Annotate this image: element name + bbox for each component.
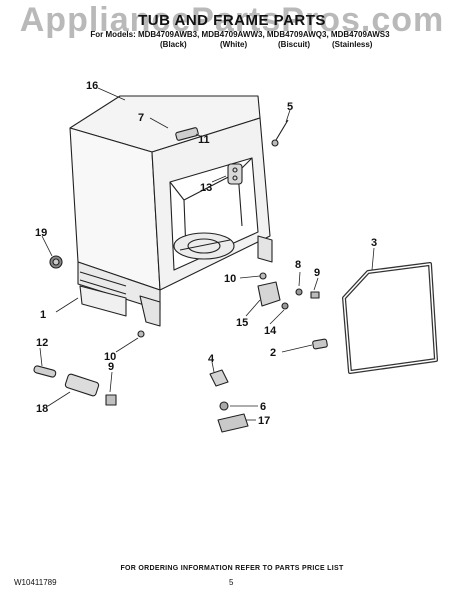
callout-18: 18	[36, 403, 48, 415]
callout-9: 9	[314, 267, 320, 279]
part-15	[257, 281, 281, 307]
callout-3: 3	[371, 237, 377, 249]
callout-15: 15	[236, 317, 248, 329]
part-8	[295, 288, 303, 296]
part-2	[312, 338, 328, 350]
callout-11: 11	[198, 134, 210, 146]
part-9	[310, 291, 320, 299]
callout-17: 17	[258, 415, 270, 427]
part-10a	[259, 272, 267, 280]
finish-biscuit: (Biscuit)	[278, 40, 310, 49]
part-5	[271, 139, 279, 147]
door-gasket	[342, 262, 438, 374]
page-number: 5	[229, 578, 234, 587]
callout-16: 16	[86, 80, 98, 92]
part-17	[217, 413, 249, 433]
part-4	[209, 369, 229, 387]
ordering-note: FOR ORDERING INFORMATION REFER TO PARTS …	[120, 565, 344, 572]
watermark: AppliancePartsPros.com	[19, 1, 445, 39]
callout-12: 12	[36, 337, 48, 349]
part-10b	[137, 330, 145, 338]
callout-8: 8	[295, 259, 301, 271]
finish-stainless: (Stainless)	[332, 40, 373, 49]
callout-9b: 9	[108, 361, 114, 373]
part-14	[281, 302, 289, 310]
part-13	[227, 163, 243, 185]
part-6	[219, 401, 229, 411]
callout-7: 7	[138, 112, 144, 124]
callout-2: 2	[270, 347, 276, 359]
callout-10: 10	[224, 273, 236, 285]
finish-white: (White)	[220, 40, 248, 49]
sump	[173, 232, 235, 260]
callout-6: 6	[260, 401, 266, 413]
callout-19: 19	[35, 227, 47, 239]
part-9b	[105, 394, 117, 406]
page-title: TUB AND FRAME PARTS	[138, 12, 326, 29]
part-18	[64, 373, 100, 397]
finish-black: (Black)	[160, 40, 187, 49]
callout-14: 14	[264, 325, 277, 337]
model-list: For Models: MDB4709AWB3, MDB4709AWW3, MD…	[90, 30, 390, 39]
part-12	[33, 365, 57, 378]
callout-10b: 10	[104, 351, 116, 363]
part-7	[175, 127, 199, 141]
callout-13: 13	[200, 182, 212, 194]
callout-5: 5	[287, 101, 293, 113]
callout-1: 1	[40, 309, 46, 321]
callout-4: 4	[208, 353, 215, 365]
document-code: W10411789	[14, 578, 57, 587]
